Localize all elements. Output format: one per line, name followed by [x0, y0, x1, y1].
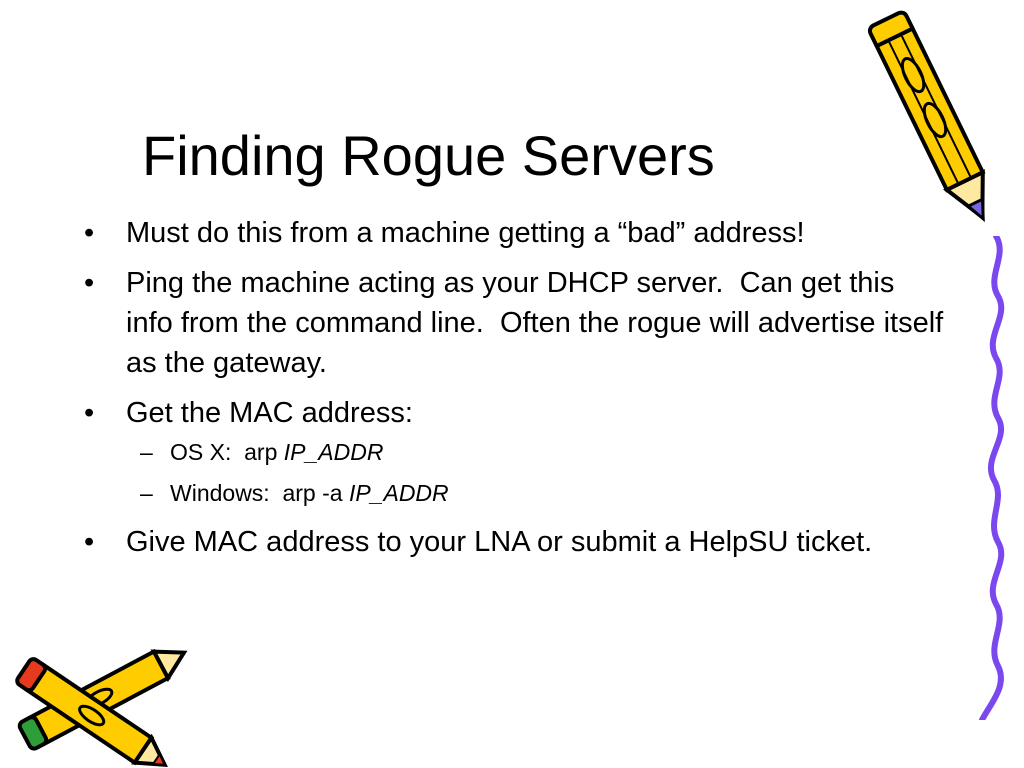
pencil-icon: [867, 10, 986, 223]
bullet-item: • Give MAC address to your LNA or submit…: [84, 522, 944, 562]
slide-title: Finding Rogue Servers: [142, 124, 715, 187]
slide-content: • Must do this from a machine getting a …: [84, 213, 944, 572]
sub-bullet-marker: –: [140, 480, 153, 506]
bullet-text: Must do this from a machine getting a “b…: [126, 217, 805, 249]
bullet-text: Get the MAC address:: [126, 397, 413, 429]
bullet-marker: •: [84, 397, 95, 429]
squiggle-line-icon: [979, 236, 1005, 720]
bullet-marker: •: [84, 217, 95, 249]
sub-bullet-argument: IP_ADDR: [348, 480, 449, 506]
sub-bullet-text: OS X: arp: [170, 439, 284, 465]
bullet-text: Give MAC address to your LNA or submit a…: [126, 526, 873, 558]
sub-bullet-item: – Windows: arp -a IP_ADDR: [84, 478, 944, 508]
sub-bullet-text: Windows: arp -a: [170, 480, 349, 506]
sub-bullet-argument: IP_ADDR: [283, 439, 384, 465]
bullet-item: • Must do this from a machine getting a …: [84, 213, 944, 253]
bullet-item: • Get the MAC address:: [84, 393, 944, 433]
crossed-pencils-icon: [15, 648, 188, 767]
bullet-item: • Ping the machine acting as your DHCP s…: [84, 263, 944, 383]
bullet-marker: •: [84, 526, 95, 558]
sub-bullet-item: – OS X: arp IP_ADDR: [84, 437, 944, 467]
bullet-marker: •: [84, 267, 95, 299]
bullet-text: Ping the machine acting as your DHCP ser…: [126, 267, 952, 379]
sub-bullet-marker: –: [140, 439, 153, 465]
